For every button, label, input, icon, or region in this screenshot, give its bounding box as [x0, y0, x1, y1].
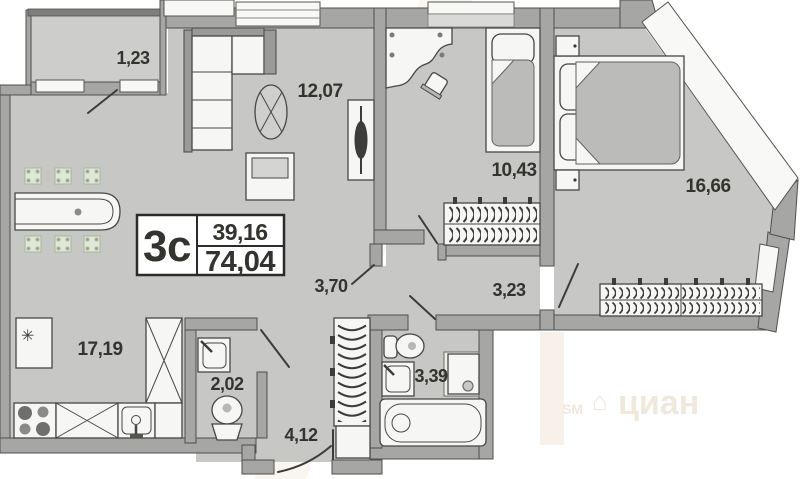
door-swing-living-hall [351, 264, 375, 285]
watermark: SM ⌂ циан [540, 332, 699, 445]
total-area-value: 74,04 [205, 246, 275, 278]
door-swing-bedroom [558, 263, 579, 308]
room-area-child-room: 10,43 [491, 160, 536, 181]
nightstand [555, 35, 580, 57]
kitchen-units: ✳ [13, 317, 183, 439]
window-bedroom-right [754, 243, 780, 293]
washing-machine [443, 351, 480, 397]
room-area-hall-bedroom: 3,23 [492, 280, 526, 300]
window-diagonal [641, 1, 799, 211]
room-area-balcony: 1,23 [116, 48, 150, 68]
door-swing-balcony [87, 89, 118, 114]
window-child-room [427, 1, 515, 15]
room-area-bedroom: 16,66 [685, 176, 730, 197]
burner [36, 422, 50, 436]
watermark-logo: циан [618, 384, 699, 422]
burner [37, 406, 49, 418]
counter [154, 402, 183, 439]
door-swing-wc [260, 329, 290, 368]
living-area-value: 39,16 [212, 219, 267, 245]
tv-stand [245, 152, 295, 201]
bath-sink [381, 361, 415, 397]
door-swing-bathroom [409, 295, 436, 320]
wardrobe-child [443, 197, 541, 246]
double-bed [553, 55, 685, 171]
balcony-sill-window-2 [119, 79, 159, 93]
stool [83, 235, 101, 253]
stool [24, 167, 42, 185]
info-box: 3с 39,16 74,04 [135, 213, 286, 278]
room-area-kitchen: 17,19 [77, 339, 122, 360]
stool [54, 235, 72, 253]
room-area-entrance-hall: 4,12 [284, 425, 318, 445]
door-swing-child-room [418, 215, 438, 244]
room-area-hall-inner: 3,70 [314, 276, 348, 296]
shoe-cabinet [335, 425, 371, 459]
door-swing-entrance [277, 445, 332, 473]
door-swings [87, 89, 579, 473]
room-area-bathroom: 3,39 [414, 366, 448, 386]
burner [19, 423, 31, 435]
room-area-living-room: 12,07 [297, 81, 342, 102]
bathtub [379, 398, 487, 447]
stool [24, 235, 42, 253]
kitchen-sink [117, 402, 156, 439]
window-living [235, 1, 321, 27]
coffee-table [254, 84, 288, 140]
balcony-floor [31, 16, 160, 82]
stool [54, 167, 72, 185]
dining-table [14, 192, 121, 231]
sofa [183, 27, 277, 153]
watermark-sm: SM [562, 401, 583, 417]
toilet-bathroom [383, 333, 425, 359]
snowflake-icon: ✳ [21, 328, 34, 345]
wardrobe-entrance [330, 317, 371, 427]
single-bed [485, 27, 541, 153]
toilet [211, 395, 243, 441]
balcony-sill-window-1 [35, 79, 85, 93]
desk-chair [420, 72, 448, 100]
balcony-glazing [27, 8, 161, 17]
window-corner [163, 0, 235, 17]
burner [18, 406, 32, 420]
windows [35, 0, 799, 293]
stool [83, 167, 101, 185]
blanket [575, 61, 681, 165]
unit-type-label: 3с [143, 222, 191, 271]
watermark-house-icon: ⌂ [592, 386, 608, 416]
wardrobe-bedroom [599, 278, 763, 317]
room-area-wc: 2,02 [210, 374, 244, 394]
wardrobe-rod [347, 99, 375, 181]
fridge [15, 317, 53, 369]
dining-stools [24, 167, 101, 253]
wc-sink [197, 337, 231, 373]
desk [385, 27, 453, 100]
nightstand [555, 169, 580, 191]
